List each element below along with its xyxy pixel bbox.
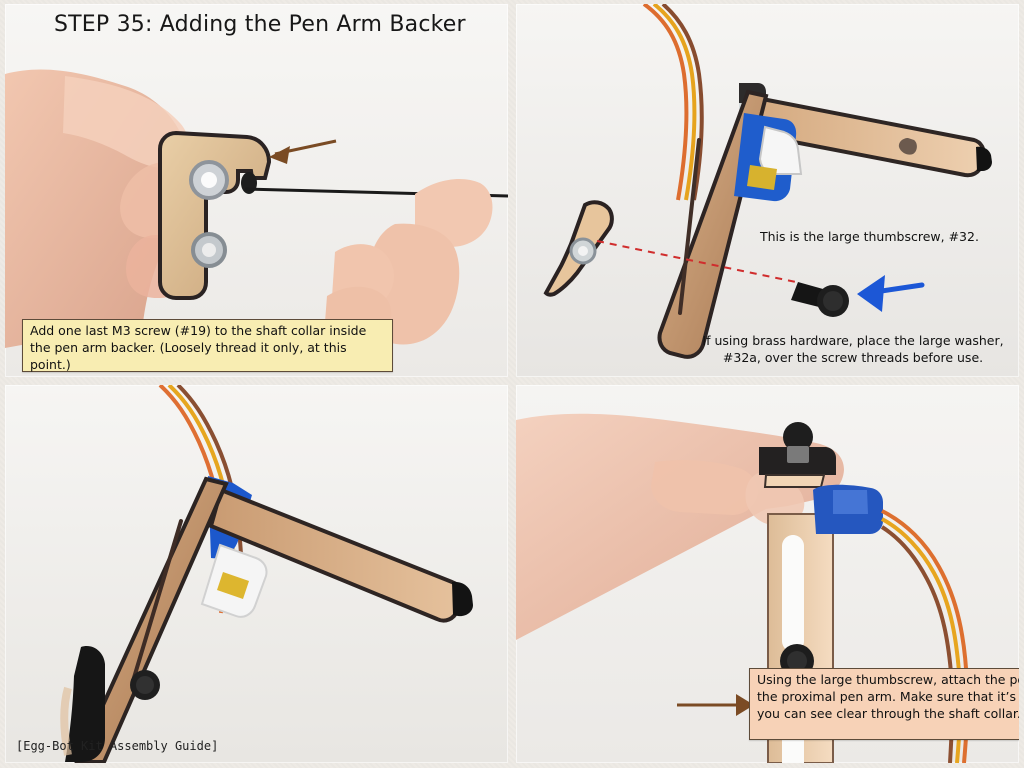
page-title: STEP 35: Adding the Pen Arm Backer: [54, 12, 466, 37]
panel-top-left: Add one last M3 screw (#19) to the shaft…: [5, 4, 508, 377]
panel-bottom-left: [5, 385, 508, 763]
washer-note: If using brass hardware, place the large…: [702, 333, 1004, 365]
guide-footer: [Egg-Bot Kit Assembly Guide]: [16, 739, 219, 753]
photo-bottom-right: [516, 413, 970, 763]
caption-bottom-right: Using the large thumbscrew, attach the p…: [749, 668, 1019, 740]
thumbscrew-note: This is the large thumbscrew, #32.: [760, 229, 979, 244]
panel-top-right: This is the large thumbscrew, #32. If us…: [516, 4, 1019, 377]
photo-bottom-left: [60, 385, 473, 763]
caption-top-left: Add one last M3 screw (#19) to the shaft…: [22, 319, 393, 372]
panel-bottom-right: Using the large thumbscrew, attach the p…: [516, 385, 1019, 763]
photo-top-right: [543, 4, 992, 359]
photo-top-left: [5, 69, 508, 351]
